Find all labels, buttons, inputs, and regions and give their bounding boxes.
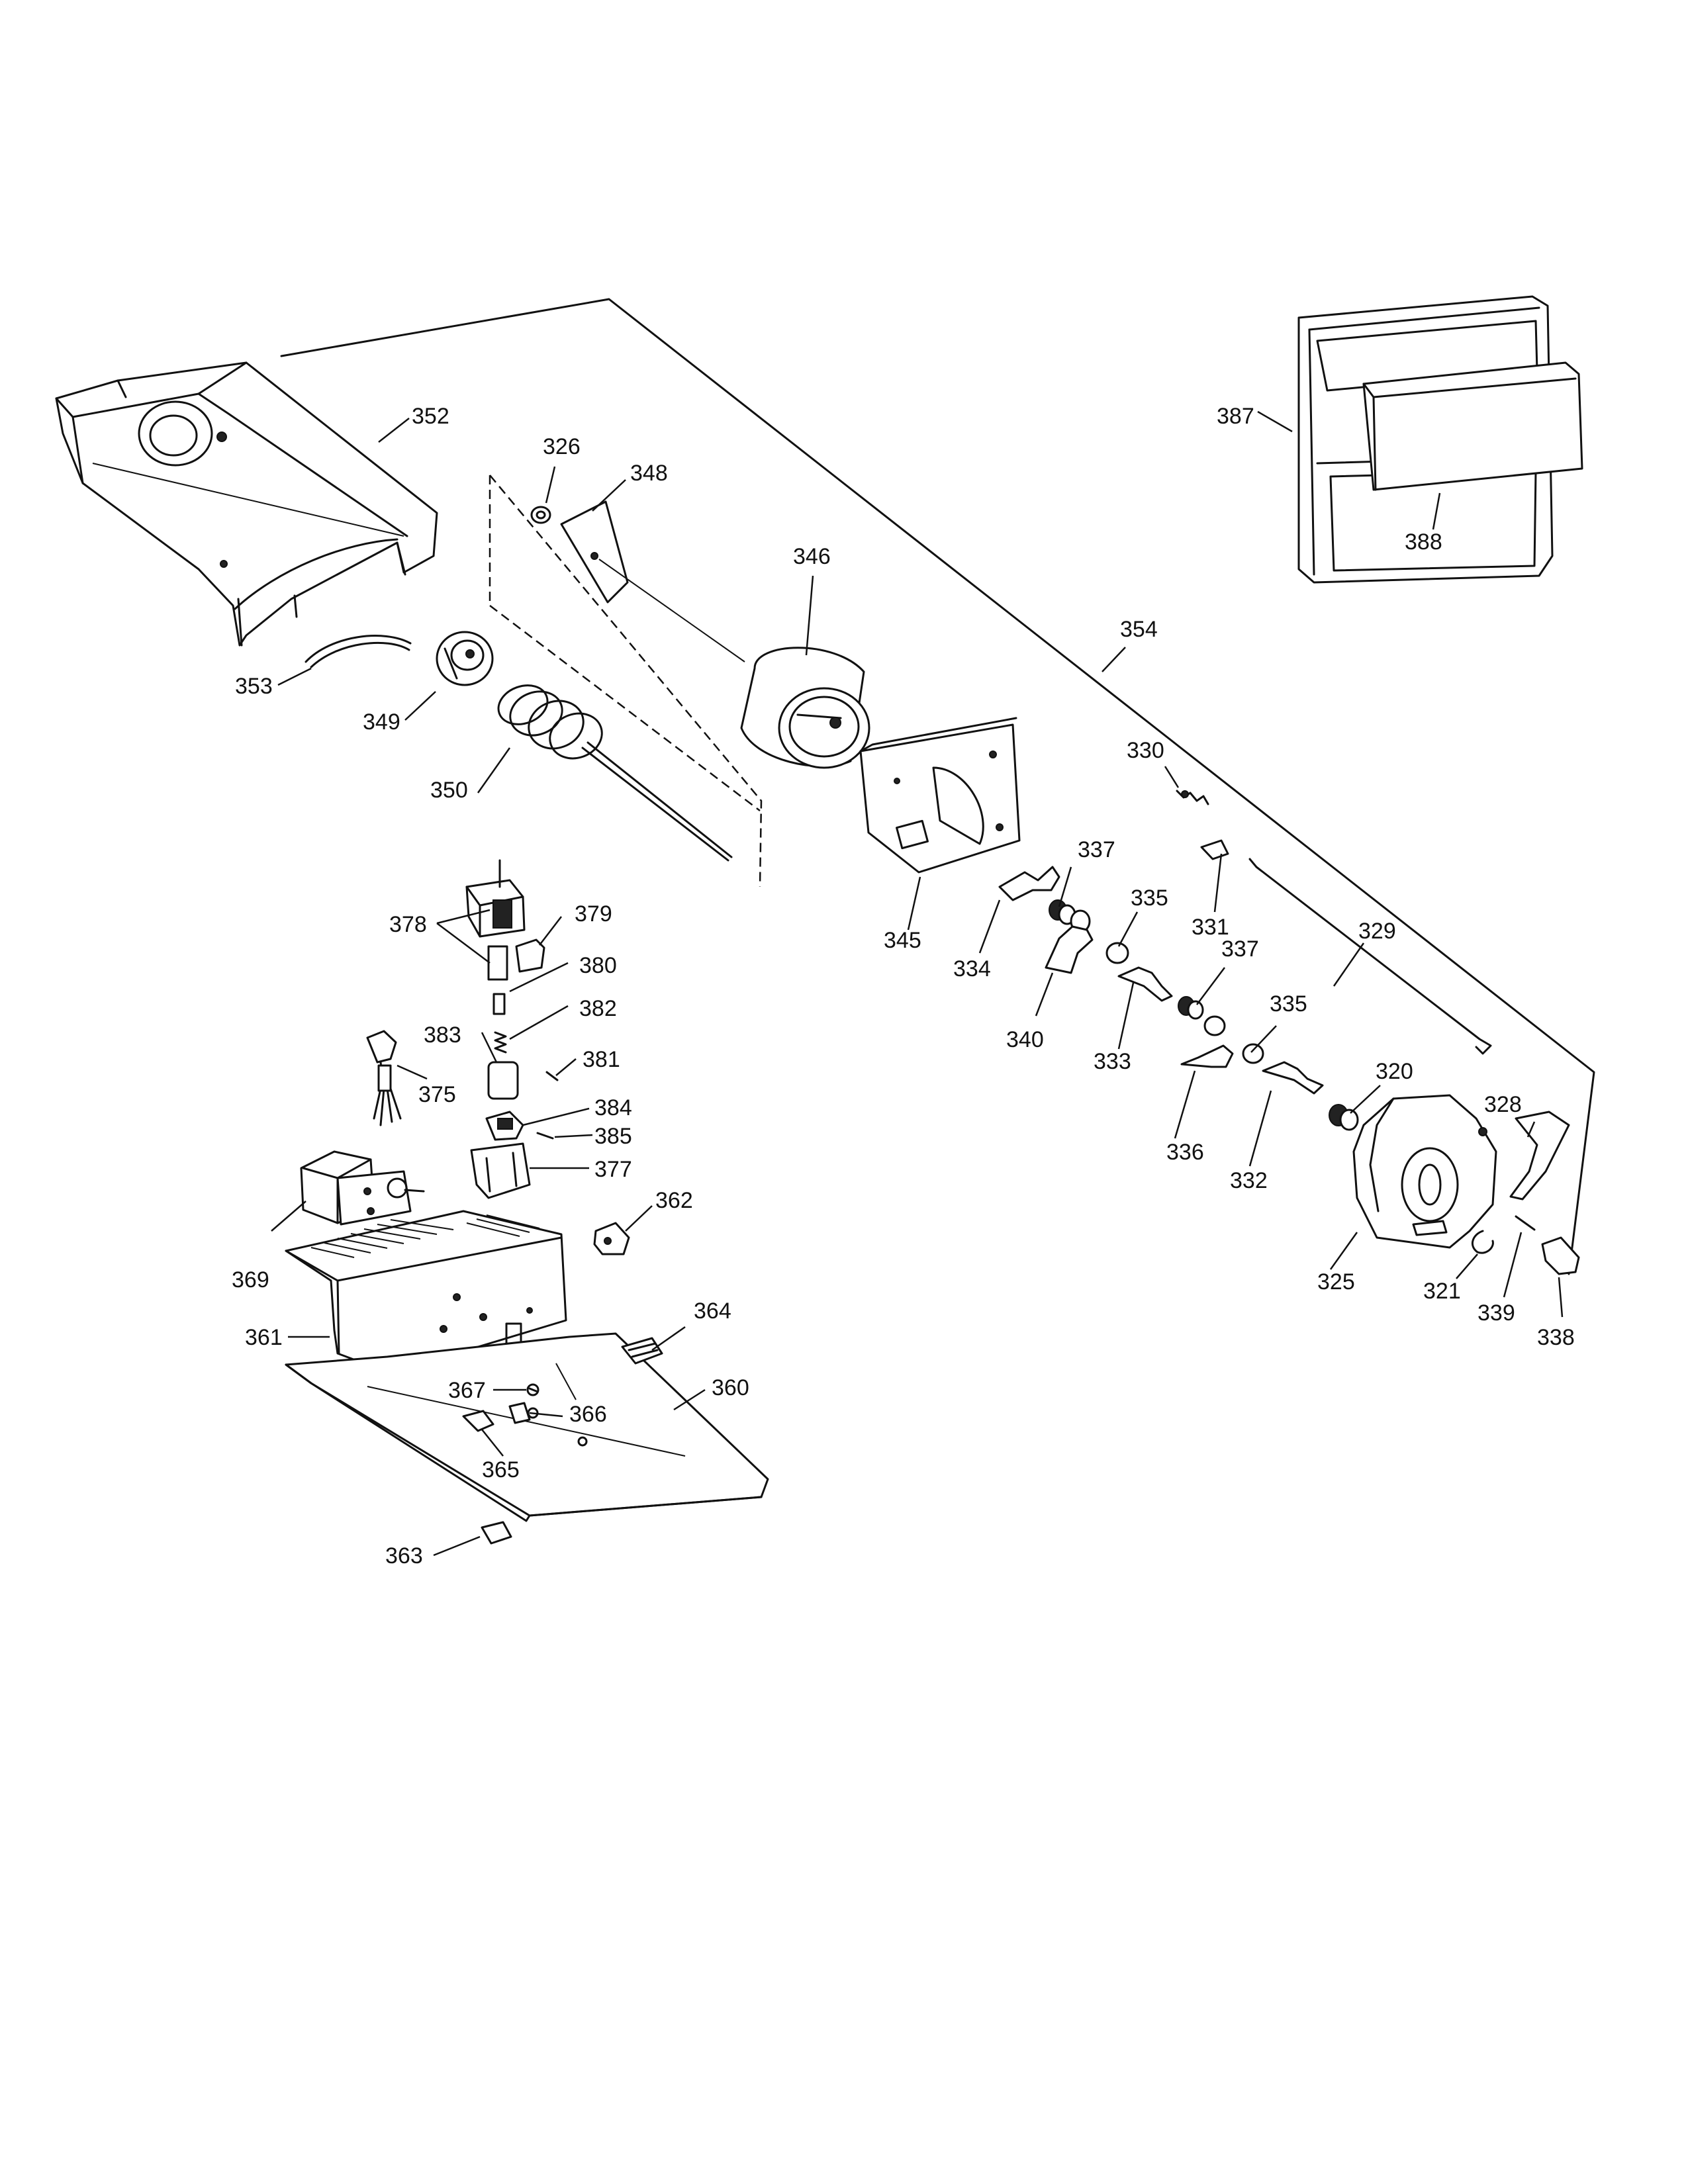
bracket-384: [485, 1111, 524, 1141]
cover-328: [1509, 1111, 1570, 1201]
callout-321: 321: [1423, 1279, 1461, 1304]
callout-362: 362: [655, 1188, 693, 1213]
callout-375: 375: [418, 1082, 456, 1107]
bracket-338: [1541, 1236, 1580, 1275]
callout-378: 378: [389, 912, 427, 937]
callout-388: 388: [1405, 529, 1442, 555]
pin-385: [536, 1132, 554, 1140]
lever-332: [1262, 1061, 1324, 1095]
bushing-337b: [1178, 996, 1204, 1020]
callout-382: 382: [579, 996, 617, 1021]
callout-328: 328: [1484, 1092, 1522, 1117]
screw-367: [526, 1383, 539, 1396]
callout-385: 385: [594, 1124, 632, 1149]
assembly-outline-354: [280, 298, 1595, 1275]
housing-325: [1352, 1094, 1497, 1249]
callout-346: 346: [793, 544, 831, 569]
spring-382: [494, 1031, 507, 1054]
flap-388: [1362, 361, 1583, 491]
pin-339: [1515, 1215, 1536, 1231]
callout-334: 334: [953, 956, 991, 981]
callout-353: 353: [235, 674, 273, 699]
collar-349: [436, 631, 494, 686]
callout-383: 383: [424, 1023, 461, 1048]
lever-333: [1117, 966, 1173, 1002]
callout-335b: 335: [1270, 991, 1307, 1017]
callout-338: 338: [1537, 1325, 1575, 1350]
leader-lines: [271, 410, 1564, 1557]
callout-331: 331: [1192, 915, 1229, 940]
callout-349: 349: [363, 709, 400, 735]
bracket-377: [470, 1142, 531, 1199]
plunger-379: [515, 938, 545, 973]
callout-345: 345: [884, 928, 921, 953]
cam-336: [1180, 1044, 1234, 1068]
callout-336: 336: [1166, 1140, 1204, 1165]
callout-337b: 337: [1221, 936, 1259, 962]
callout-367: 367: [448, 1378, 486, 1403]
callout-361: 361: [245, 1325, 283, 1350]
washer-336-side: [1203, 1015, 1226, 1036]
dashed-group-frame: [489, 475, 763, 887]
callout-363: 363: [385, 1543, 423, 1569]
solenoid-378: [465, 859, 526, 938]
foot-365: [462, 1410, 494, 1432]
clip-366: [508, 1402, 531, 1424]
ice-bucket-352: [55, 361, 438, 647]
retainer-321: [1471, 1230, 1494, 1254]
callout-360: 360: [712, 1375, 749, 1400]
blade-348: [560, 500, 745, 662]
callout-333: 333: [1094, 1049, 1131, 1074]
callout-381: 381: [583, 1047, 620, 1072]
clip-331: [1200, 839, 1229, 860]
washer-335b: [1105, 942, 1129, 964]
bushing-320: [1329, 1104, 1359, 1131]
plate-360: [285, 1332, 769, 1522]
callout-352: 352: [412, 404, 449, 429]
callout-325: 325: [1317, 1269, 1355, 1295]
lever-334: [998, 866, 1060, 901]
callout-labels: 352 326 348 346 354 353 349 350 387 388 …: [232, 404, 1575, 1569]
callout-365: 365: [482, 1457, 520, 1482]
callout-377: 377: [594, 1157, 632, 1182]
washer-326: [530, 506, 551, 524]
callout-337a: 337: [1078, 837, 1115, 862]
pin-381: [545, 1071, 559, 1081]
callout-354: 354: [1120, 617, 1158, 642]
callout-335a: 335: [1131, 886, 1168, 911]
connector-364: [621, 1337, 663, 1365]
auger-350: [497, 684, 733, 862]
callout-364: 364: [694, 1298, 731, 1324]
bracket-362: [593, 1222, 630, 1255]
callout-366: 366: [569, 1402, 607, 1427]
callout-379: 379: [575, 901, 612, 927]
core-380: [487, 945, 508, 1015]
drum-346: [740, 647, 870, 769]
callout-326: 326: [543, 434, 581, 459]
callout-320: 320: [1376, 1059, 1413, 1084]
motor-369: [300, 1150, 425, 1226]
rack-353: [305, 635, 412, 668]
sleeve-383: [487, 1061, 519, 1100]
plate-345: [859, 717, 1021, 874]
callout-384: 384: [594, 1095, 632, 1120]
spring-330: [1176, 790, 1209, 805]
callout-380: 380: [579, 953, 617, 978]
washer-335c: [1242, 1043, 1264, 1064]
callout-348: 348: [630, 461, 668, 486]
callout-339: 339: [1477, 1300, 1515, 1326]
cam-340: [1045, 925, 1094, 974]
callout-332: 332: [1230, 1168, 1268, 1193]
callout-350: 350: [430, 778, 468, 803]
foot-363: [481, 1521, 512, 1545]
callout-330: 330: [1127, 738, 1164, 763]
rod-329: [1248, 858, 1492, 1055]
callout-369: 369: [232, 1267, 269, 1293]
harness-375: [366, 1030, 402, 1126]
callout-329: 329: [1358, 919, 1396, 944]
callout-387: 387: [1217, 404, 1254, 429]
callout-340: 340: [1006, 1027, 1044, 1052]
